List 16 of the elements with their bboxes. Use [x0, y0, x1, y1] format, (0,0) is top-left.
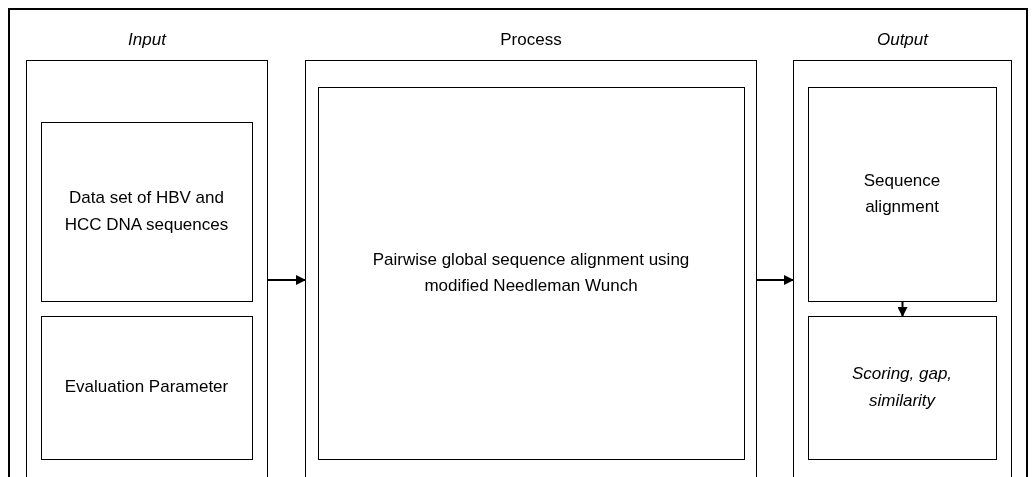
box-label: Evaluation Parameter: [64, 376, 229, 399]
process-box: [40, 315, 253, 460]
stage-heading: Output: [875, 29, 930, 51]
box-label: Data set of HBV and HCC DNA sequences: [63, 187, 230, 236]
process-box: [40, 121, 253, 302]
arrow: [897, 301, 908, 317]
box-label: Sequence alignment: [862, 169, 942, 218]
stage-heading: Input: [127, 29, 168, 51]
box-label: Scoring, gap, similarity: [850, 363, 954, 412]
stage-heading: Process: [499, 29, 563, 51]
process-box: [317, 86, 745, 460]
arrow: [267, 275, 306, 285]
process-box: [807, 315, 997, 460]
process-box: [807, 86, 997, 302]
arrow: [756, 275, 794, 285]
box-label: Pairwise global sequence alignment using modified Needleman Wunch: [371, 248, 691, 297]
